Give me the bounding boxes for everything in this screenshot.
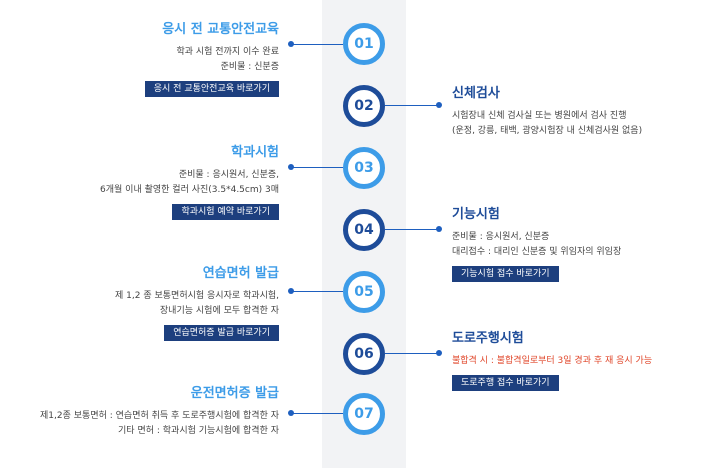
step-01-dot [288, 41, 294, 47]
step-07-connector [291, 413, 343, 414]
step-06-block: 도로주행시험 불합격 시 : 불합격일로부터 3일 경과 후 재 응시 가능 도… [452, 331, 652, 391]
step-05-dot [288, 288, 294, 294]
step-05-desc-1: 제 1,2 종 보통면허시험 응시자로 학과시험, [115, 291, 279, 301]
step-03-block: 학과시험 준비물 : 응시원서, 신분증, 6개월 이내 촬영한 컬러 사진(3… [100, 145, 279, 220]
step-05-title: 연습면허 발급 [202, 266, 279, 281]
step-02-desc-1: 시험장내 신체 검사실 또는 병원에서 검사 진행 [452, 111, 627, 121]
step-05-desc-2: 장내기능 시험에 모두 합격한 자 [159, 306, 279, 316]
step-05-connector [291, 291, 343, 292]
step-03-dot [288, 164, 294, 170]
step-04-block: 기능시험 준비물 : 응시원서, 신분증 대리접수 : 대리인 신분증 및 위임… [452, 207, 621, 282]
step-06-dot [436, 350, 442, 356]
step-02-connector [385, 105, 438, 106]
step-03-connector [291, 167, 343, 168]
step-number: 02 [354, 98, 374, 114]
step-number: 05 [354, 284, 374, 300]
step-02-title: 신체검사 [452, 86, 500, 101]
step-04-desc-1: 준비물 : 응시원서, 신분증 [452, 232, 550, 242]
step-03-link-button[interactable]: 학과시험 예약 바로가기 [172, 204, 279, 220]
step-01-block: 응시 전 교통안전교육 학과 시험 전까지 이수 완료 준비물 : 신분증 응시… [144, 22, 279, 97]
step-number: 04 [354, 222, 374, 238]
step-07-title: 운전면허증 발급 [190, 386, 279, 401]
step-01-title: 응시 전 교통안전교육 [162, 22, 279, 37]
step-number: 03 [354, 160, 374, 176]
step-07-desc-2: 기타 면허 : 학과시험 기능시험에 합격한 자 [118, 426, 279, 436]
step-02-circle: 02 [343, 85, 385, 127]
step-07-circle: 07 [343, 393, 385, 435]
step-05-circle: 05 [343, 271, 385, 313]
step-03-circle: 03 [343, 147, 385, 189]
step-05-block: 연습면허 발급 제 1,2 종 보통면허시험 응시자로 학과시험, 장내기능 시… [115, 266, 279, 341]
step-04-desc-2: 대리접수 : 대리인 신분증 및 위임자의 위임장 [452, 247, 622, 257]
step-06-warning-text: 불합격 시 : 불합격일로부터 3일 경과 후 재 응시 가능 [452, 356, 653, 366]
step-06-link-button[interactable]: 도로주행 접수 바로가기 [452, 375, 559, 391]
step-04-title: 기능시험 [452, 207, 500, 222]
step-04-dot [436, 226, 442, 232]
step-06-title: 도로주행시험 [452, 331, 524, 346]
step-04-connector [385, 229, 438, 230]
step-number: 07 [354, 406, 374, 422]
step-03-desc-2: 6개월 이내 촬영한 컬러 사진(3.5*4.5cm) 3매 [100, 185, 279, 195]
step-01-desc-1: 학과 시험 전까지 이수 완료 [176, 47, 279, 57]
step-03-title: 학과시험 [231, 145, 279, 160]
step-02-desc-2: (운정, 강릉, 태백, 광양시험장 내 신체검사원 없음) [452, 126, 643, 136]
step-07-block: 운전면허증 발급 제1,2종 보통면허 : 연습면허 취득 후 도로주행시험에 … [40, 386, 279, 439]
step-number: 06 [354, 346, 374, 362]
step-07-desc-1: 제1,2종 보통면허 : 연습면허 취득 후 도로주행시험에 합격한 자 [40, 411, 279, 421]
step-06-circle: 06 [343, 333, 385, 375]
step-07-dot [288, 410, 294, 416]
step-02-block: 신체검사 시험장내 신체 검사실 또는 병원에서 검사 진행 (운정, 강릉, … [452, 86, 642, 139]
step-05-link-button[interactable]: 연습면허증 발급 바로가기 [164, 325, 279, 341]
step-06-connector [385, 353, 438, 354]
step-number: 01 [354, 36, 374, 52]
step-03-desc-1: 준비물 : 응시원서, 신분증, [178, 170, 279, 180]
step-01-link-button[interactable]: 응시 전 교통안전교육 바로가기 [144, 81, 279, 97]
step-02-dot [436, 102, 442, 108]
step-04-link-button[interactable]: 기능시험 접수 바로가기 [452, 266, 559, 282]
step-01-connector [291, 44, 343, 45]
step-04-circle: 04 [343, 209, 385, 251]
step-01-desc-2: 준비물 : 신분증 [220, 62, 279, 72]
step-01-circle: 01 [343, 23, 385, 65]
